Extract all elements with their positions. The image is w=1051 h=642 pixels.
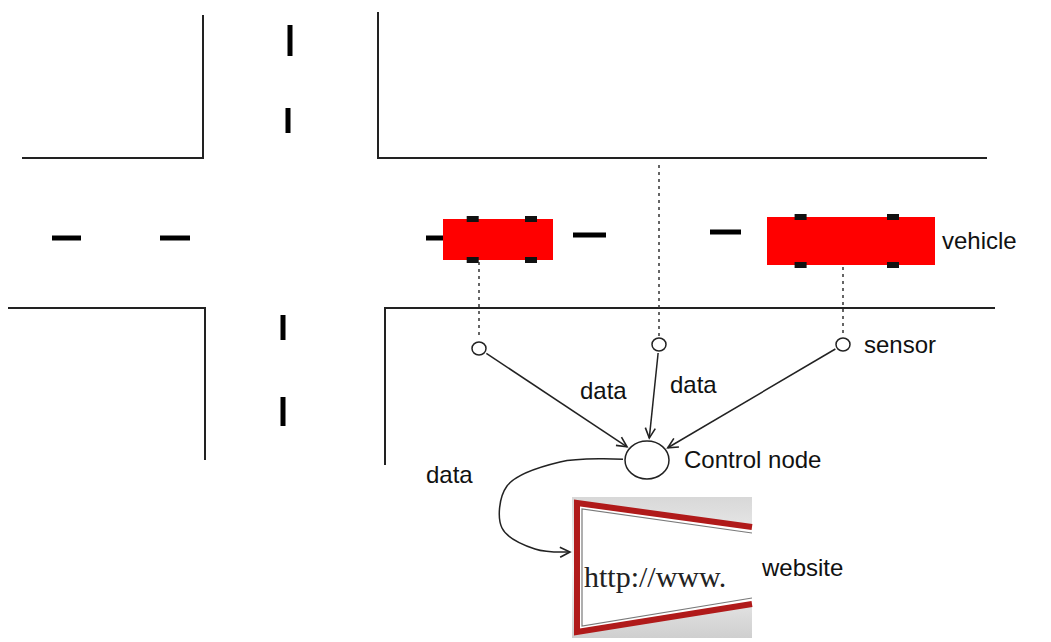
sensor-circle xyxy=(836,338,850,351)
sensor-outline xyxy=(835,337,851,352)
node-label: website xyxy=(762,554,843,580)
vehicle xyxy=(443,219,553,260)
lane-dash xyxy=(710,230,741,235)
car-wheel xyxy=(795,214,807,220)
control-node: Control node xyxy=(624,440,670,480)
car-wheel xyxy=(525,216,537,222)
car-wheel xyxy=(795,262,807,268)
lane-dash xyxy=(286,108,291,133)
edge-label: data xyxy=(424,462,475,488)
sensor-outline xyxy=(471,341,487,356)
website-backdrop xyxy=(572,497,752,638)
car-body xyxy=(767,217,935,265)
sensor-node: sensor xyxy=(835,337,851,352)
sensor-circle xyxy=(652,338,666,351)
url-text: http://www. xyxy=(584,559,726,592)
road-edge xyxy=(378,12,987,158)
lane-dash xyxy=(281,315,286,340)
data-arrow xyxy=(668,349,836,448)
lane-markings xyxy=(52,25,741,426)
road-edge xyxy=(22,15,203,158)
sensor-outline xyxy=(651,337,667,352)
lane-dash xyxy=(573,233,606,238)
lane-dash xyxy=(426,236,443,241)
dotted-link xyxy=(842,267,844,335)
node-label: Control node xyxy=(684,447,821,473)
node-label: sensor xyxy=(864,331,936,357)
edge-label: data xyxy=(668,372,719,398)
control-circle xyxy=(625,441,669,479)
road-edge xyxy=(8,308,205,460)
car-wheel xyxy=(887,214,899,220)
sensor-node xyxy=(651,337,667,352)
car-outline xyxy=(443,219,553,260)
edge-label: data xyxy=(578,378,629,404)
lane-dash xyxy=(281,397,286,426)
lane-dash xyxy=(288,25,293,56)
sensor-circle xyxy=(472,342,486,355)
road-edge xyxy=(385,308,995,465)
lane-dash xyxy=(52,236,81,241)
data-arrow xyxy=(649,353,658,438)
website-image: http://www.website xyxy=(572,497,752,638)
car-wheel xyxy=(467,257,479,263)
road-edges xyxy=(8,12,995,465)
pennant-frame xyxy=(577,503,752,632)
sensor-node xyxy=(471,341,487,356)
car-wheel xyxy=(887,262,899,268)
car-wheel xyxy=(525,257,537,263)
car-body xyxy=(443,219,553,260)
pennant-inner-line xyxy=(582,509,752,626)
node-label: vehicle xyxy=(942,228,1017,254)
car-outline xyxy=(767,217,935,265)
vehicle: vehicle xyxy=(767,217,935,265)
sensor-link-dotted xyxy=(658,165,660,337)
dotted-link xyxy=(478,262,480,339)
car-wheel xyxy=(467,216,479,222)
lane-dash xyxy=(160,236,190,241)
ellipse-outline xyxy=(624,440,670,480)
